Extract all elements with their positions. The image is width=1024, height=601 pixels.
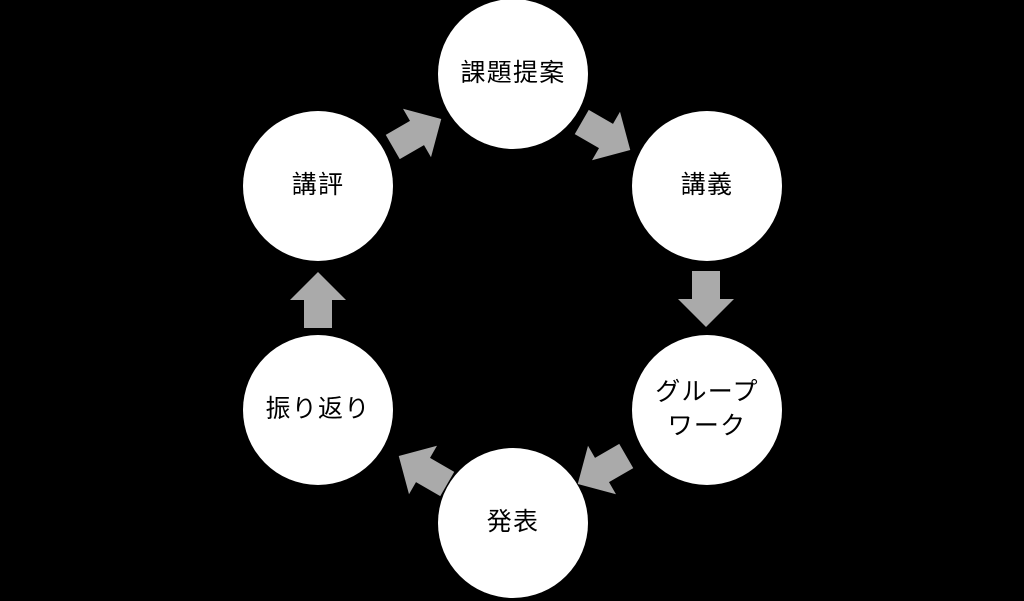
arrow-kouhyou-to-kadai <box>373 89 460 176</box>
node-kougi[interactable]: 講義 <box>632 111 782 261</box>
arrow-furikaeri-to-kouhyou <box>286 268 350 332</box>
node-kouhyou[interactable]: 講評 <box>243 111 393 261</box>
node-furikaeri[interactable]: 振り返り <box>243 335 393 485</box>
node-label: 発表 <box>486 509 540 537</box>
node-group-work[interactable]: グループ ワーク <box>632 335 782 485</box>
node-label: 課題提案 <box>460 60 566 88</box>
node-happyou[interactable]: 発表 <box>438 448 588 598</box>
node-label: 振り返り <box>265 396 371 424</box>
block-arrow-up-icon <box>290 272 346 328</box>
node-label: 講評 <box>291 172 345 200</box>
arrow-happyou-to-furikaeri <box>379 426 466 513</box>
arrow-kadai-to-kougi <box>562 92 649 179</box>
block-arrow-icon <box>574 109 631 161</box>
block-arrow-down-icon <box>678 271 734 327</box>
block-arrow-icon <box>385 108 442 160</box>
node-label: グループ ワーク <box>655 379 759 440</box>
arrow-groupwork-to-happyou <box>558 426 645 513</box>
block-arrow-icon <box>398 445 455 497</box>
arrow-kougi-to-groupwork <box>674 267 738 331</box>
node-kadai-teian[interactable]: 課題提案 <box>438 0 588 149</box>
block-arrow-icon <box>577 443 634 495</box>
node-label: 講義 <box>680 172 734 200</box>
